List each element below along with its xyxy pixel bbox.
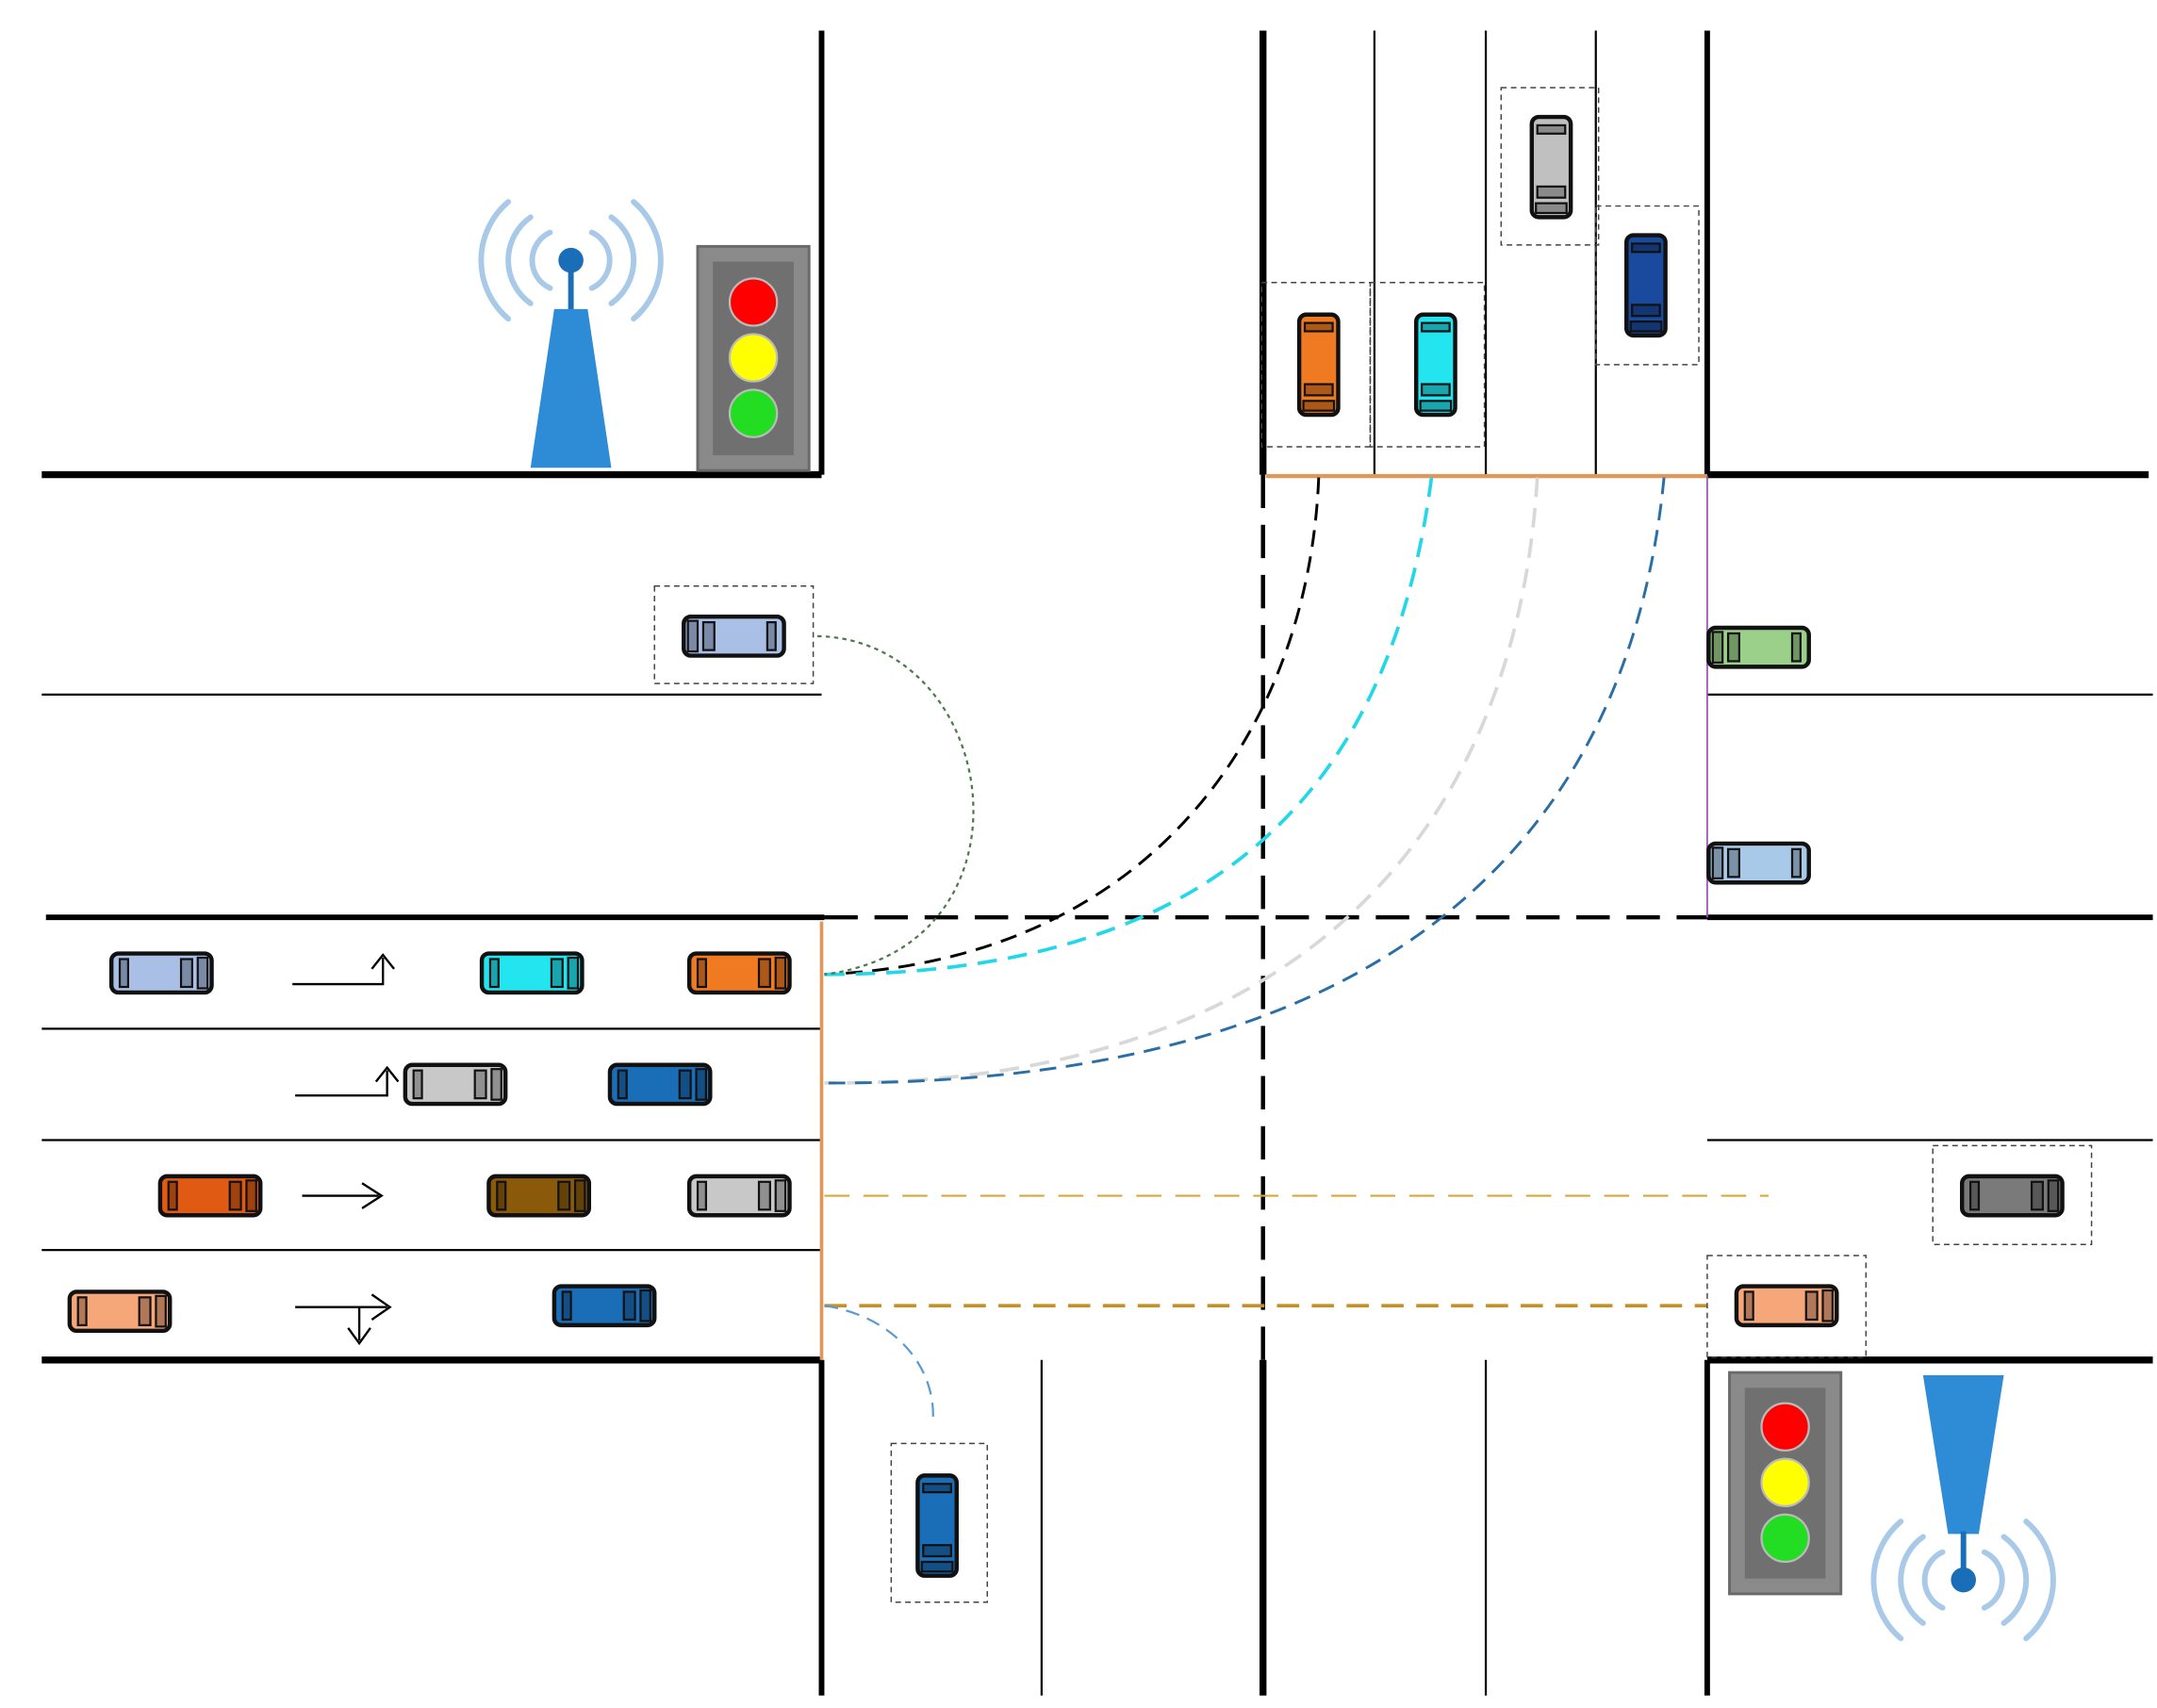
trajectory-blue	[824, 477, 1666, 1085]
vehicle-icon	[479, 951, 585, 995]
vehicle-icon	[1959, 1174, 2065, 1218]
lane-arrows	[292, 953, 400, 1346]
trajectory-cyan	[824, 477, 1434, 977]
trajectories	[817, 477, 1769, 1421]
yellow-light-icon	[728, 333, 779, 383]
rsu-tower-northwest	[478, 199, 664, 468]
trajectory-uturn	[817, 634, 975, 976]
red-light-icon	[728, 277, 779, 327]
right-turn-arrow-icon	[295, 1293, 392, 1346]
vehicle-icon	[1529, 114, 1573, 220]
vehicle-icon	[1624, 233, 1668, 338]
vehicle-icon	[486, 1174, 592, 1218]
stop-lines	[819, 473, 1708, 1360]
vehicle-icon	[67, 1289, 173, 1334]
vehicle-icon	[157, 1174, 263, 1218]
green-light-icon	[728, 388, 779, 438]
vehicle-icon	[686, 951, 792, 995]
left-turn-arrow-icon	[295, 1065, 400, 1097]
vehicle-icon	[682, 614, 786, 658]
tower-icon	[530, 308, 612, 468]
vehicle-icon	[108, 951, 214, 995]
tower-icon	[1922, 1375, 2004, 1535]
vehicle-icon	[1706, 625, 1811, 669]
vehicle-icon	[915, 1473, 959, 1578]
vehicle-icon	[552, 1284, 657, 1328]
trajectory-lightgray	[824, 477, 1540, 1085]
radio-waves-icon	[478, 199, 664, 322]
left-turn-arrow-icon	[292, 953, 395, 986]
intersection-centerlines	[824, 474, 1707, 1360]
traffic-light-southeast	[1728, 1371, 1843, 1596]
vehicle-icon	[1734, 1284, 1839, 1328]
trajectory-black	[824, 477, 1321, 977]
detection-boxes	[653, 87, 2093, 1603]
vehicle-icon	[1296, 312, 1341, 418]
vehicle-icon	[607, 1062, 713, 1107]
lane-lines	[41, 30, 2153, 1696]
antenna-icon	[1951, 1567, 1976, 1593]
road-edges	[41, 30, 2153, 1696]
vehicle-icon	[1413, 312, 1457, 418]
rsu-tower-southeast	[1870, 1375, 2056, 1642]
vehicles	[67, 114, 2065, 1578]
vehicle-icon	[403, 1062, 508, 1107]
antenna-icon	[558, 247, 584, 273]
green-light-icon	[1760, 1513, 1810, 1564]
trajectory-right-turn	[824, 1305, 934, 1421]
yellow-light-icon	[1760, 1457, 1810, 1507]
straight-arrow-icon	[302, 1182, 384, 1209]
traffic-light-northwest	[696, 244, 811, 472]
radio-waves-icon	[1870, 1519, 2056, 1642]
vehicle-icon	[686, 1174, 792, 1218]
vehicle-icon	[1706, 841, 1811, 885]
red-light-icon	[1760, 1402, 1810, 1452]
